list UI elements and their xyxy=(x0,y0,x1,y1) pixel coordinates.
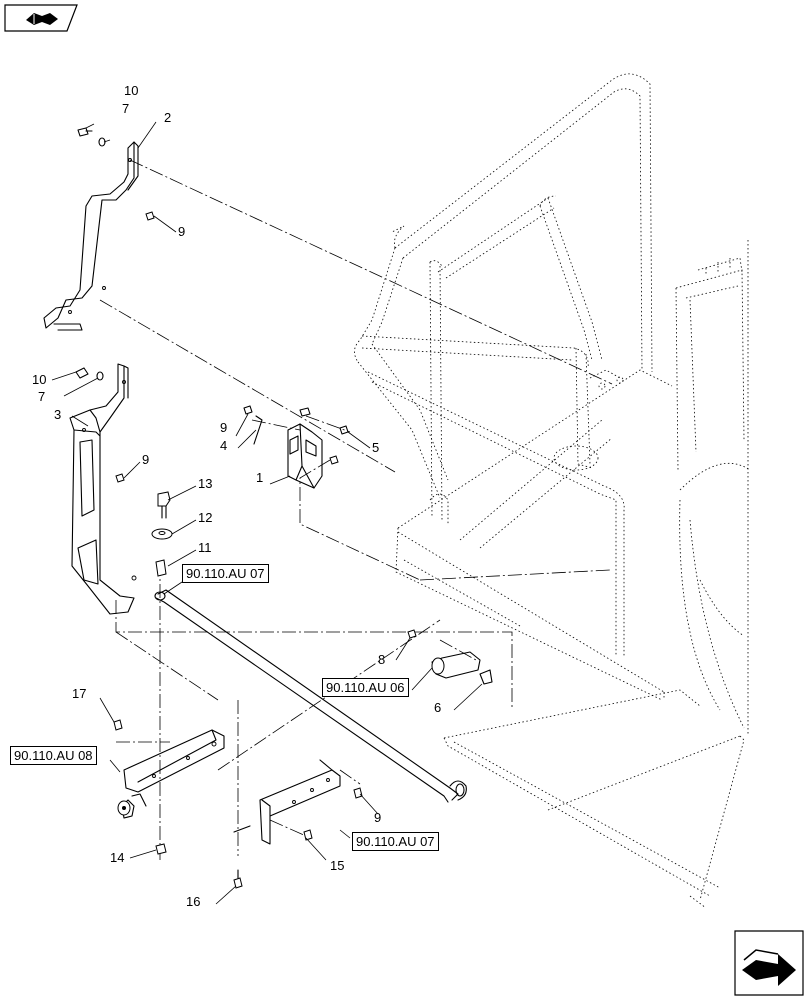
book-icon xyxy=(4,4,78,32)
parts-11-12-13-stack xyxy=(151,491,173,577)
callout-15: 15 xyxy=(330,858,344,873)
callout-2: 2 xyxy=(164,110,171,125)
callout-8: 8 xyxy=(378,652,385,667)
next-page-button[interactable] xyxy=(734,930,804,996)
callout-3: 3 xyxy=(54,407,61,422)
callout-4: 4 xyxy=(220,438,227,453)
callout-9: 9 xyxy=(220,420,227,435)
part-1-hinge-bracket xyxy=(243,405,349,489)
assembly-center-lines xyxy=(99,159,613,860)
callout-10: 10 xyxy=(124,83,138,98)
callout-10: 10 xyxy=(32,372,46,387)
ref-link-au07-top[interactable]: 90.110.AU 07 xyxy=(182,564,269,583)
callout-11: 11 xyxy=(198,540,212,555)
callout-16: 16 xyxy=(186,894,200,909)
ref-link-au06[interactable]: 90.110.AU 06 xyxy=(322,678,409,697)
callout-14: 14 xyxy=(110,850,124,865)
parts-6-8-knob xyxy=(407,629,493,685)
leader-lines xyxy=(51,121,483,905)
callout-6: 6 xyxy=(434,700,441,715)
callout-17: 17 xyxy=(72,686,86,701)
ref-link-au08[interactable]: 90.110.AU 08 xyxy=(10,746,97,765)
callout-9: 9 xyxy=(142,452,149,467)
callout-7: 7 xyxy=(38,389,45,404)
callout-9: 9 xyxy=(178,224,185,239)
book-nav-button[interactable] xyxy=(4,4,78,32)
control-rod xyxy=(154,589,467,803)
callout-numbers: 10 7 2 9 10 7 3 9 9 4 5 1 13 12 11 8 6 1… xyxy=(32,83,441,909)
callout-7: 7 xyxy=(122,101,129,116)
callout-1: 1 xyxy=(256,470,263,485)
part-3-side-bracket xyxy=(69,363,137,615)
callout-13: 13 xyxy=(198,476,212,491)
ref-link-au07-bottom[interactable]: 90.110.AU 07 xyxy=(352,832,439,851)
part-2-upper-bracket xyxy=(43,127,155,331)
callout-9: 9 xyxy=(374,810,381,825)
lower-lever-assembly xyxy=(113,719,225,855)
machine-platform xyxy=(354,73,751,909)
callout-12: 12 xyxy=(198,510,212,525)
next-page-arrow-icon xyxy=(734,930,804,996)
callout-5: 5 xyxy=(372,440,379,455)
